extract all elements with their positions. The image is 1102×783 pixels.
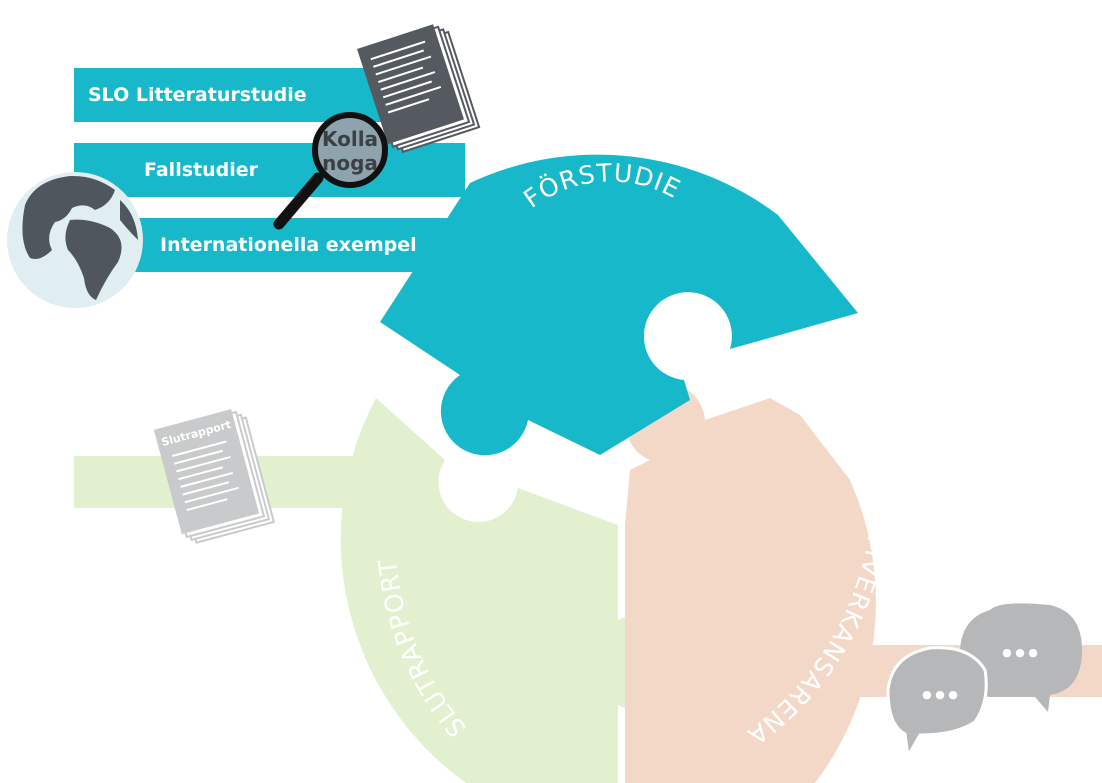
- samverkansarena-segment: [625, 382, 876, 783]
- globe-icon: [7, 172, 143, 308]
- forstudie-segment: [380, 154, 858, 456]
- slo-litteraturstudie-label: SLO Litteraturstudie: [88, 84, 307, 106]
- internationella-exempel-label: Internationella exempel: [160, 234, 417, 256]
- fallstudier-label: Fallstudier: [144, 159, 258, 181]
- report-icon: Slutrapport: [153, 409, 276, 544]
- chat-bubble-1-dots: ● ● ●: [1002, 646, 1038, 659]
- chat-bubble-2-dots: ● ● ●: [922, 688, 958, 701]
- slutrapport-segment: [340, 398, 689, 783]
- documents-icon: [357, 24, 481, 154]
- magnifier-icon: Kolla noga: [273, 112, 388, 230]
- magnifier-text-2: noga: [322, 151, 378, 175]
- magnifier-text-1: Kolla: [322, 127, 378, 151]
- fallstudier-bar: Fallstudier: [74, 143, 465, 197]
- chat-bubbles-icon: ● ● ● ● ● ●: [886, 603, 1082, 761]
